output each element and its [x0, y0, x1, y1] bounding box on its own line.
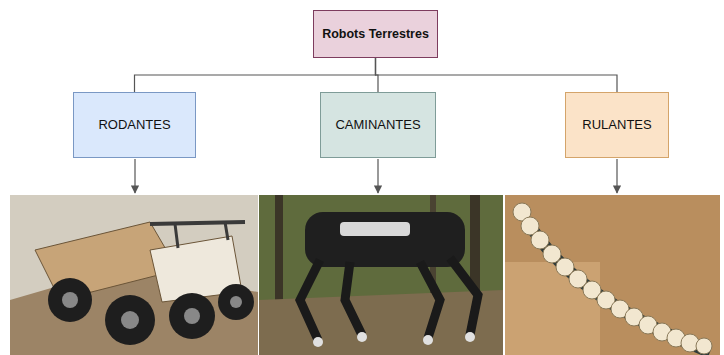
wheel — [105, 295, 155, 345]
walker-leg — [450, 258, 478, 335]
foot — [357, 332, 367, 342]
snake-segments — [513, 203, 712, 354]
snake-underside — [528, 222, 710, 352]
sky — [10, 195, 258, 355]
node-label: CAMINANTES — [335, 117, 420, 133]
block — [505, 262, 600, 355]
foot — [313, 337, 323, 347]
segment — [531, 231, 549, 249]
rover-mast — [225, 222, 228, 240]
forest — [259, 195, 503, 355]
hub — [62, 292, 78, 308]
root-box: Robots Terrestres — [313, 10, 438, 58]
node-label: Robots Terrestres — [322, 27, 429, 42]
wheel — [48, 278, 92, 322]
hub — [121, 311, 139, 329]
node-label: RODANTES — [98, 117, 170, 133]
tree-connector — [135, 58, 376, 92]
leader-arrow — [134, 159, 135, 193]
category-box: CAMINANTES — [320, 92, 436, 158]
category-box: RULANTES — [565, 92, 669, 158]
walker-leg — [300, 260, 320, 340]
leader-arrow — [377, 159, 378, 193]
rover-rail — [150, 222, 245, 224]
wheel — [218, 284, 254, 320]
walker-photo — [259, 195, 503, 355]
hub — [230, 296, 242, 308]
walker-panel — [340, 222, 410, 236]
leader-arrow — [616, 159, 617, 193]
background — [505, 195, 720, 355]
node-label: RULANTES — [582, 117, 651, 133]
rover-photo — [10, 195, 258, 355]
tree-connector — [376, 58, 618, 92]
walker-leg — [345, 262, 362, 335]
rover-mast — [175, 224, 178, 248]
snake-photo — [505, 195, 720, 355]
tree — [275, 195, 283, 315]
foot — [423, 335, 433, 345]
walker-leg — [420, 262, 440, 338]
foot — [465, 332, 475, 342]
category-box: RODANTES — [73, 92, 196, 158]
walker-body — [305, 212, 465, 267]
wheel — [169, 293, 215, 339]
hub — [184, 308, 200, 324]
segment — [696, 338, 712, 354]
